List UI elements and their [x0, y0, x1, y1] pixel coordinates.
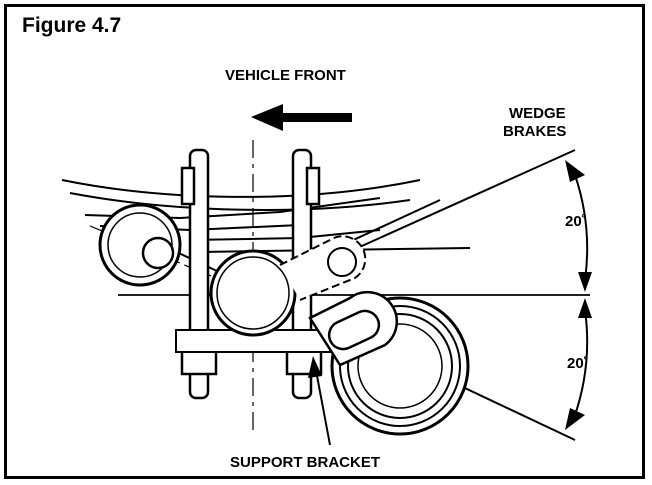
axle-tube — [209, 249, 297, 337]
wedge-brakes-label-line1: WEDGE — [509, 105, 566, 122]
arrow-left-icon — [251, 104, 352, 131]
bracket-plate — [175, 329, 331, 353]
wedge-brakes-label-line2: BRAKES — [503, 123, 566, 140]
left-brake-chamber — [98, 203, 182, 287]
upper-brake-link — [279, 235, 367, 301]
angle-label-upper: 20˚ — [565, 213, 587, 230]
axle-tube-inner — [216, 256, 290, 330]
angle-label-lower: 20˚ — [567, 355, 589, 372]
support-bracket-pointer — [308, 356, 331, 446]
figure-title: Figure 4.7 — [22, 14, 121, 37]
right-brake-chamber — [308, 290, 470, 436]
angle-dimension-lower — [565, 298, 592, 430]
angle-dimension-upper — [565, 160, 592, 292]
support-bracket-label: SUPPORT BRACKET — [230, 454, 380, 471]
vehicle-front-label: VEHICLE FRONT — [225, 67, 346, 84]
